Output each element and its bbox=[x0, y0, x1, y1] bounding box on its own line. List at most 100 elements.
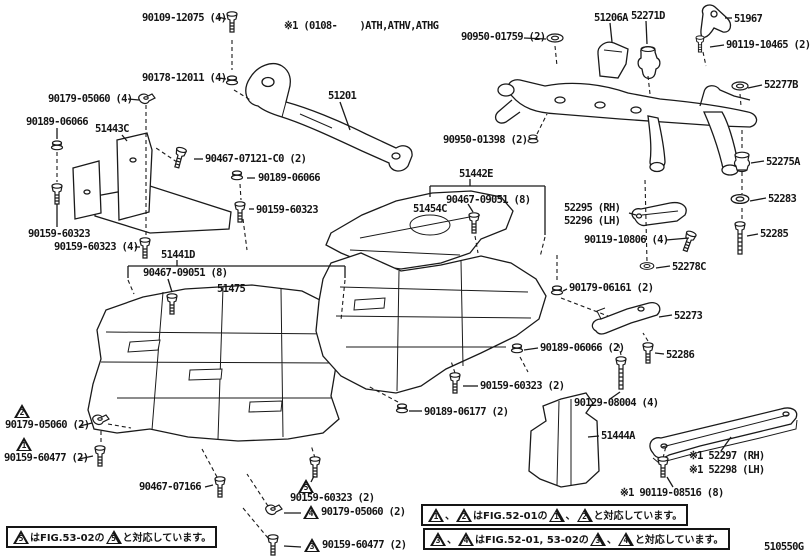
warning-triangle-5-icon: 5 bbox=[105, 530, 122, 544]
part-label-52275A: 52275A bbox=[766, 156, 800, 168]
part-label-90467-09051-center: 90467-09051 (8) bbox=[446, 194, 531, 206]
nut-icon bbox=[230, 170, 244, 181]
cushion-52271D-art bbox=[637, 46, 661, 80]
note-text: と対応しています。 bbox=[634, 535, 724, 546]
part-label-tri5-90159-60323: 90159-60323 (2) bbox=[290, 492, 375, 504]
part-label-90129-08004: 90129-08004 (4) bbox=[574, 397, 659, 409]
note-text: と対応しています。 bbox=[593, 511, 683, 522]
part-label-52271D: 52271D bbox=[631, 10, 665, 22]
washer-icon bbox=[731, 81, 749, 91]
bolt-icon bbox=[214, 476, 226, 498]
bolt-icon bbox=[94, 445, 106, 467]
part-label-52286: 52286 bbox=[666, 349, 695, 361]
warning-triangle-4-icon: 4 bbox=[617, 532, 634, 546]
bolt-icon bbox=[139, 237, 151, 259]
part-label-52296: 52296 (LH) bbox=[564, 215, 621, 227]
part-label-51201: 51201 bbox=[328, 90, 357, 102]
note-text: と対応しています。 bbox=[122, 533, 212, 544]
clip-icon bbox=[265, 504, 283, 516]
part-label-52283: 52283 bbox=[768, 193, 797, 205]
note-text: はFIG.52-01の bbox=[473, 511, 548, 522]
bolt-icon bbox=[309, 456, 321, 478]
nut-icon bbox=[527, 134, 539, 144]
bracket-52273-art bbox=[591, 302, 661, 335]
cushion-icon bbox=[733, 151, 751, 173]
warning-triangle-4-icon: 4 bbox=[303, 505, 319, 519]
bracket-51444A-art bbox=[528, 392, 600, 488]
triangle-number: 4 bbox=[623, 536, 629, 545]
part-label-90109-12075: 90109-12075 (4) bbox=[142, 12, 227, 24]
triangle-number: 1 bbox=[433, 512, 439, 521]
part-label-90159-60323-2-mid: 90159-60323 (2) bbox=[480, 380, 565, 392]
front-crossmember-51201-art bbox=[245, 63, 413, 172]
part-label-90119-10806: 90119-10806 (4) bbox=[584, 234, 669, 246]
part-label-90189-06066-2: 90189-06066 (2) bbox=[540, 342, 625, 354]
bolt-icon bbox=[171, 145, 188, 170]
warning-triangle-1-icon: 1 bbox=[548, 508, 565, 522]
triangle-number: 1 bbox=[21, 441, 27, 450]
part-label-90950-01398: 90950-01398 (2) bbox=[443, 134, 528, 146]
warning-triangle-1-icon: 1 bbox=[428, 508, 444, 522]
nut-icon bbox=[550, 285, 564, 296]
part-label-51454C: 51454C bbox=[413, 203, 447, 215]
bolt-icon bbox=[695, 35, 705, 53]
warning-triangle-2-icon: 2 bbox=[576, 508, 593, 522]
note-text: はFIG.53-02の bbox=[30, 533, 105, 544]
part-label-90179-06161: 90179-06161 (2) bbox=[569, 282, 654, 294]
nut-icon bbox=[50, 140, 64, 151]
washer-icon bbox=[639, 262, 655, 270]
part-label-52285: 52285 bbox=[760, 228, 789, 240]
triangle-number: 4 bbox=[463, 536, 469, 545]
part-label-90119-08516: ※1 90119-08516 (8) bbox=[620, 487, 724, 499]
note-text: 、 bbox=[445, 511, 455, 522]
warning-triangle-5-icon: 5 bbox=[13, 530, 29, 544]
bolt-icon bbox=[657, 456, 669, 478]
part-label-90189-06066-left: 90189-06066 bbox=[26, 116, 89, 128]
triangle-number: 5 bbox=[18, 534, 24, 543]
bolt-icon bbox=[449, 372, 461, 394]
warning-triangle-3-icon: 3 bbox=[589, 532, 606, 546]
figure-code: 510550G bbox=[764, 541, 804, 553]
part-label-51442E: 51442E bbox=[459, 168, 493, 180]
part-label-90119-10465: 90119-10465 (2) bbox=[726, 39, 811, 51]
part-label-90467-07166: 90467-07166 bbox=[139, 481, 202, 493]
note-text: 、 bbox=[565, 511, 576, 522]
triangle-number: 2 bbox=[461, 512, 467, 521]
part-label-tri2-90179-05060: 90179-05060 (2) bbox=[5, 419, 90, 431]
part-label-51443C: 51443C bbox=[95, 123, 129, 135]
clip-icon bbox=[138, 93, 156, 105]
triangle-number: 3 bbox=[309, 542, 315, 551]
triangle-number: 5 bbox=[303, 483, 309, 492]
nut-icon bbox=[225, 75, 239, 86]
long-bolt-icon bbox=[615, 356, 627, 390]
part-label-tri4-90179-05060: 90179-05060 (2) bbox=[321, 506, 406, 518]
member-stopper-51206A-art bbox=[597, 41, 629, 79]
part-label-tri1-90159-60477: 90159-60477 (2) bbox=[4, 452, 89, 464]
part-label-90178-12011: 90178-12011 (4) bbox=[142, 72, 227, 84]
warning-triangle-2-icon: 2 bbox=[14, 404, 30, 418]
part-label-52273: 52273 bbox=[674, 310, 703, 322]
under-cover-left-51475-art bbox=[87, 284, 350, 442]
triangle-number: 3 bbox=[595, 536, 601, 545]
part-label-90189-06177: 90189-06177 (2) bbox=[424, 406, 509, 418]
part-label-52295: 52295 (RH) bbox=[564, 202, 621, 214]
arm-52295-52296-art bbox=[631, 201, 687, 227]
note-text: 、 bbox=[606, 535, 617, 546]
note-text: はFIG.52-01, 53-02の bbox=[475, 535, 589, 546]
bolt-icon bbox=[679, 229, 698, 254]
part-label-51441D: 51441D bbox=[161, 249, 195, 261]
part-label-90950-01759: 90950-01759 (2) bbox=[461, 31, 546, 43]
warning-triangle-4-icon: 4 bbox=[458, 532, 474, 546]
dashed-leader-lines bbox=[56, 40, 743, 539]
nut-icon bbox=[510, 343, 524, 354]
nut-icon bbox=[395, 403, 409, 414]
long-bolt-icon bbox=[734, 221, 746, 255]
triangle-number: 2 bbox=[19, 408, 25, 417]
bolt-icon bbox=[51, 183, 63, 205]
warning-triangle-1-icon: 1 bbox=[16, 437, 32, 451]
bolt-icon bbox=[267, 534, 279, 556]
